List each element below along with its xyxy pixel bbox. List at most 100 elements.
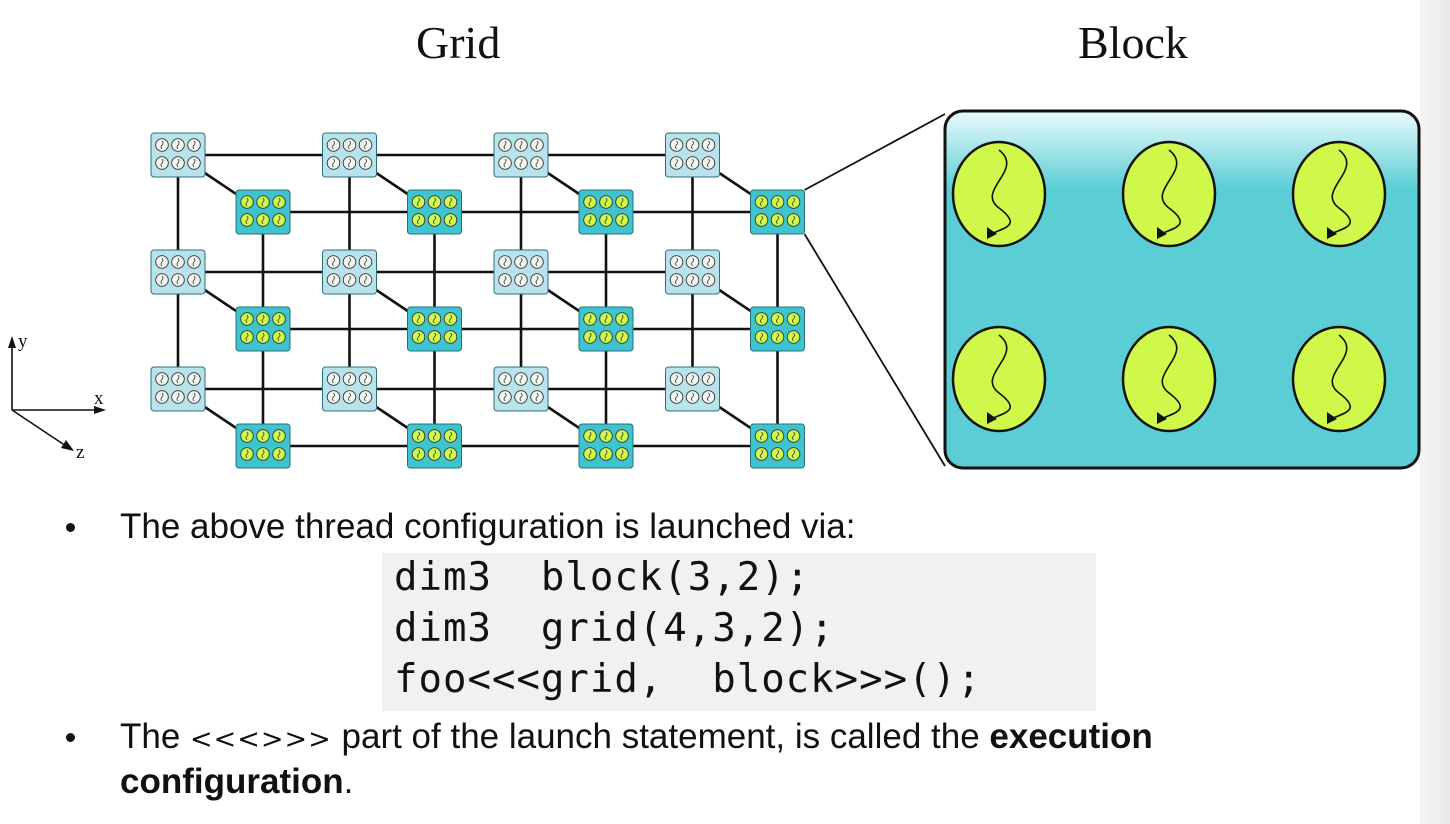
bullet-dot-icon	[66, 523, 75, 532]
thread-squiggle-icon	[160, 140, 164, 150]
thread-squiggle-icon	[332, 374, 335, 384]
grid-block-back	[493, 132, 549, 178]
thread-squiggle-icon	[707, 140, 710, 150]
thread-squiggle-icon	[519, 275, 523, 285]
thread-circle-icon	[1291, 140, 1387, 248]
thread-squiggle-icon	[691, 140, 694, 150]
thread-squiggle-icon	[160, 257, 164, 267]
thread-hierarchy-diagram: y x z	[8, 109, 1421, 470]
thread-squiggle-icon	[332, 158, 335, 168]
thread-squiggle-icon	[277, 314, 281, 324]
thread-squiggle-icon	[519, 140, 523, 150]
thread-squiggle-icon	[417, 431, 420, 441]
thread-squiggle-icon	[760, 215, 763, 225]
thread-squiggle-icon	[792, 215, 795, 225]
thread-squiggle-icon	[620, 215, 624, 225]
thread-squiggle-icon	[707, 275, 710, 285]
thread-arrow-icon	[987, 412, 997, 424]
thread-squiggle-icon	[417, 449, 420, 459]
thread-squiggle-icon	[519, 257, 523, 267]
axes: y x z	[8, 331, 106, 463]
thread-arrow-icon	[1327, 227, 1337, 239]
thread-squiggle-icon	[760, 332, 763, 342]
thread-path-icon	[1330, 149, 1351, 235]
thread-squiggle-icon	[604, 332, 608, 342]
thread-squiggle-icon	[277, 449, 281, 459]
thread-squiggle-icon	[519, 392, 523, 402]
thread-circle-icon	[951, 140, 1047, 248]
thread-squiggle-icon	[433, 215, 436, 225]
thread-squiggle-icon	[433, 332, 436, 342]
thread-squiggle-icon	[588, 449, 592, 459]
thread-squiggle-icon	[691, 257, 694, 267]
thread-squiggle-icon	[503, 257, 507, 267]
bullet-launch-text: The above thread configuration is launch…	[120, 507, 856, 546]
thread-squiggle-icon	[503, 140, 507, 150]
thread-squiggle-icon	[588, 197, 592, 207]
thread-squiggle-icon	[245, 215, 249, 225]
thread-squiggle-icon	[535, 140, 539, 150]
thread-arrow-icon	[1157, 227, 1167, 239]
thread-squiggle-icon	[604, 314, 608, 324]
x-axis-arrow-icon	[94, 406, 106, 414]
thread-squiggle-icon	[348, 257, 351, 267]
thread-squiggle-icon	[449, 197, 452, 207]
thread-squiggle-icon	[449, 449, 452, 459]
x-axis-label: x	[94, 388, 104, 409]
thread-squiggle-icon	[176, 158, 180, 168]
thread-path-icon	[990, 334, 1011, 420]
thread-squiggle-icon	[760, 314, 763, 324]
thread-squiggle-icon	[348, 374, 351, 384]
bullet-execution-text: The <<<>>> part of the launch statement,…	[120, 716, 1340, 803]
thread-squiggle-icon	[364, 275, 367, 285]
thread-squiggle-icon	[588, 431, 592, 441]
grid-block-back	[150, 132, 206, 178]
thread-squiggle-icon	[261, 314, 265, 324]
thread-squiggle-icon	[792, 431, 795, 441]
thread-squiggle-icon	[245, 431, 249, 441]
thread-squiggle-icon	[277, 215, 281, 225]
thread-squiggle-icon	[503, 158, 507, 168]
block-title: Block	[1078, 17, 1188, 68]
thread-squiggle-icon	[604, 197, 608, 207]
thread-squiggle-icon	[604, 215, 608, 225]
thread-squiggle-icon	[691, 158, 694, 168]
thread-squiggle-icon	[620, 449, 624, 459]
thread-squiggle-icon	[433, 449, 436, 459]
thread-squiggle-icon	[604, 449, 608, 459]
thread-squiggle-icon	[792, 449, 795, 459]
block-thread	[1121, 325, 1217, 433]
thread-squiggle-icon	[348, 140, 351, 150]
thread-squiggle-icon	[503, 275, 507, 285]
thread-squiggle-icon	[604, 431, 608, 441]
thread-circle-icon	[1291, 325, 1387, 433]
exec-angles: <<<>>>	[190, 724, 332, 755]
thread-squiggle-icon	[433, 431, 436, 441]
grid-block-back	[322, 366, 377, 412]
thread-squiggle-icon	[192, 392, 196, 402]
thread-squiggle-icon	[364, 140, 367, 150]
thread-squiggle-icon	[760, 197, 763, 207]
z-axis-arrow-icon	[61, 440, 74, 451]
block-panel	[943, 109, 1421, 470]
thread-squiggle-icon	[620, 314, 624, 324]
thread-squiggle-icon	[691, 275, 694, 285]
block-thread	[1121, 140, 1217, 248]
y-axis-arrow-icon	[8, 336, 16, 348]
thread-squiggle-icon	[691, 392, 694, 402]
thread-squiggle-icon	[519, 158, 523, 168]
grid-block-front	[407, 423, 462, 469]
thread-squiggle-icon	[776, 332, 779, 342]
z-axis-line	[11, 409, 67, 447]
grid-block-front	[235, 306, 291, 352]
thread-circle-icon	[1121, 140, 1217, 248]
thread-squiggle-icon	[192, 140, 196, 150]
thread-squiggle-icon	[433, 197, 436, 207]
thread-arrow-icon	[987, 227, 997, 239]
thread-squiggle-icon	[792, 332, 795, 342]
grid-block-back	[493, 366, 549, 412]
grid-block-front	[235, 189, 291, 235]
thread-squiggle-icon	[535, 374, 539, 384]
thread-squiggle-icon	[588, 215, 592, 225]
code-line-block: dim3 block(3,2);	[394, 555, 811, 600]
